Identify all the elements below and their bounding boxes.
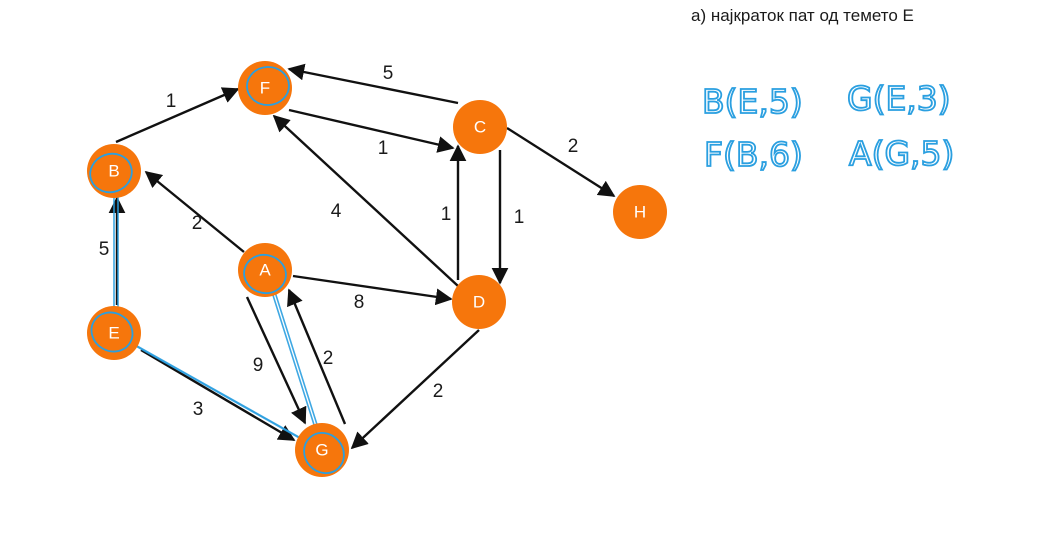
node-c: C (453, 100, 507, 154)
edge-weight-c-h: 2 (568, 136, 579, 157)
highlight-path-stroke-1 (113, 170, 323, 451)
node-label: F (260, 78, 270, 97)
node-label: C (474, 117, 486, 136)
circle-mark-g (303, 431, 345, 475)
node-circle (452, 275, 506, 329)
circled-nodes-layer (89, 66, 345, 475)
edge-f-to-c (288, 108, 455, 153)
circle-mark-a (243, 253, 287, 295)
highlight-path-stroke-2 (117, 173, 327, 454)
edge-a-to-g (245, 296, 307, 425)
edge-weight-e-b: 5 (99, 239, 110, 260)
note-3: F(B,6) (704, 135, 803, 174)
node-label: E (108, 323, 119, 342)
node-a: A (238, 243, 292, 297)
edge-a-to-b (144, 170, 245, 253)
circle-mark-e (90, 311, 134, 353)
circle-mark-f (246, 66, 290, 106)
edge-weight-c-f: 5 (383, 63, 394, 84)
edge-weight-d-f: 4 (331, 201, 342, 222)
edge-weight-c-d: 1 (514, 207, 525, 228)
note-2: G(E,3) (847, 79, 951, 118)
edge-weight-d-c: 1 (441, 204, 452, 225)
node-label: G (315, 440, 328, 459)
highlight-path-layer (113, 170, 327, 454)
node-label: A (259, 260, 271, 279)
handwritten-notes-layer: B(E,5) G(E,3) F(B,6) A(G,5) (701, 78, 955, 175)
edge-a-to-d (292, 274, 453, 306)
edges-layer (108, 63, 616, 450)
node-label: B (108, 161, 119, 180)
edge-weight-e-g: 3 (193, 399, 204, 420)
node-circle (453, 100, 507, 154)
edge-e-to-g (140, 348, 296, 442)
edge-weight-a-g: 9 (253, 355, 264, 376)
edge-weight-a-d: 8 (354, 292, 365, 313)
edge-g-to-a (287, 288, 347, 425)
edge-b-to-f (115, 87, 240, 144)
circle-mark-b (89, 152, 133, 194)
edge-d-to-g (350, 329, 480, 450)
edge-weight-a-b: 2 (192, 213, 203, 234)
task-title: а) најкраток пат од темето Е (691, 6, 914, 25)
note-1: B(E,5) (702, 82, 803, 121)
node-circle (613, 185, 667, 239)
node-label: D (473, 292, 485, 311)
node-b: B (87, 144, 141, 198)
edge-c-to-h (506, 126, 616, 198)
edge-weight-d-g: 2 (433, 381, 444, 402)
edge-d-to-f (272, 114, 459, 287)
edge-c-to-f (287, 63, 459, 105)
node-g: G (295, 423, 349, 477)
node-h: H (613, 185, 667, 239)
edge-weight-b-f: 1 (166, 91, 177, 112)
node-label: H (634, 202, 646, 221)
edge-weights-layer: 1 5 1 2 4 1 1 2 5 8 9 2 2 3 (99, 63, 579, 420)
node-circle (238, 243, 292, 297)
node-f: F (238, 61, 292, 115)
edge-weight-g-a: 2 (323, 348, 334, 369)
edge-weight-f-c: 1 (378, 138, 389, 159)
note-4: A(G,5) (849, 134, 954, 173)
nodes-layer: F C B H A D E G (87, 61, 667, 477)
node-d: D (452, 275, 506, 329)
